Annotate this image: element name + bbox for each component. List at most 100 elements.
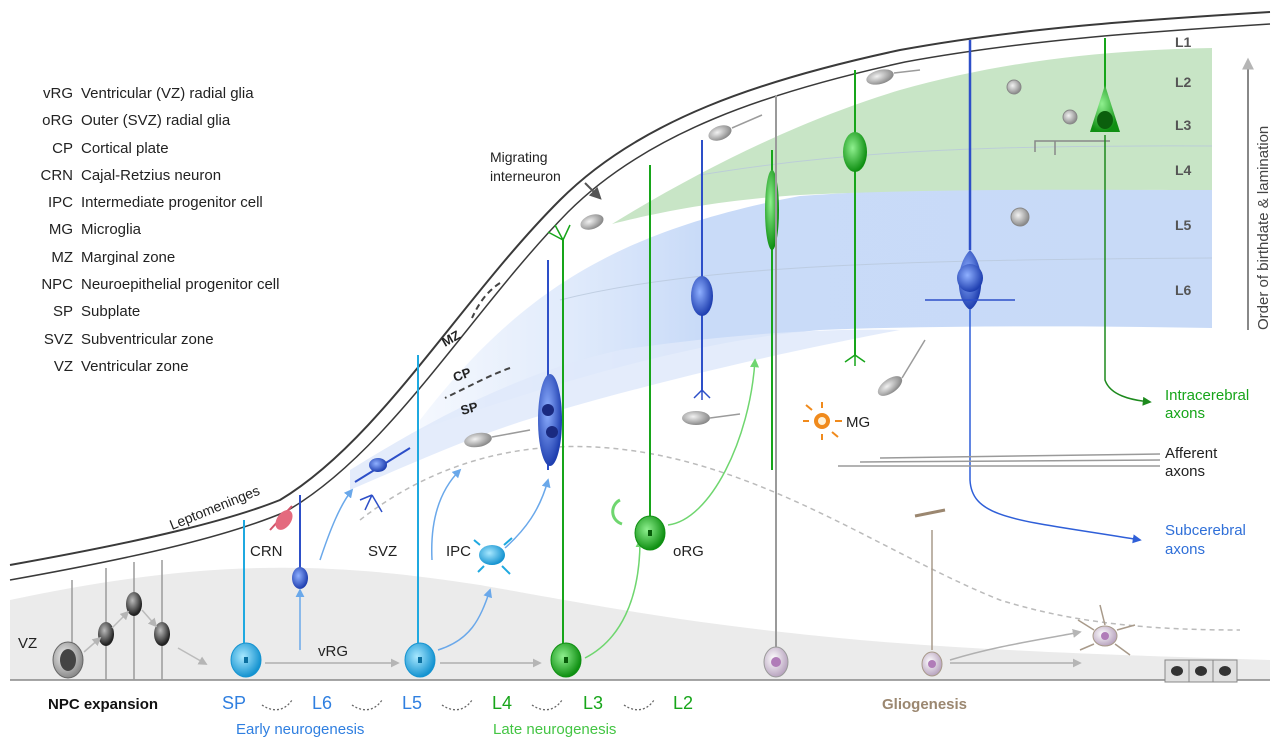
- mz-boundary: [471, 282, 501, 319]
- glossary-definition: Intermediate progenitor cell: [81, 194, 263, 212]
- vrg-label: vRG: [318, 643, 348, 660]
- l6-green-neuron: [843, 70, 867, 366]
- layer-label-l2: L2: [1175, 74, 1192, 90]
- sp-neuron: [292, 488, 354, 651]
- cp-label: CP: [451, 364, 473, 384]
- org-label: oRG: [673, 543, 704, 560]
- npc-expansion-label: NPC expansion: [48, 696, 158, 713]
- glossary-row: MG Microglia: [28, 216, 279, 243]
- migrating-interneuron-label-2: interneuron: [490, 168, 561, 184]
- glossary-definition: Microglia: [81, 221, 142, 239]
- early-neurogenesis-label: Early neurogenesis: [236, 721, 364, 738]
- layer-label-l1: L1: [1175, 34, 1192, 50]
- upper-layers-green-band: [612, 48, 1212, 224]
- afferent-axons-label-1: Afferent: [1165, 445, 1218, 462]
- glossary-definition: Cajal-Retzius neuron: [81, 166, 222, 184]
- ependymal-cells: [1164, 659, 1238, 683]
- layer-label-l5: L5: [1175, 217, 1192, 233]
- org-cell: [611, 165, 760, 551]
- glossary-definition: Ventricular zone: [81, 357, 189, 375]
- stage-transition-arrows: [261, 699, 655, 711]
- stage-sp: SP: [222, 693, 246, 713]
- subcerebral-axons-label-1: Subcerebral: [1165, 522, 1246, 539]
- stage-l5: L5: [402, 693, 422, 713]
- interneuron-cells: [1006, 79, 1110, 227]
- layer-label-l4: L4: [1175, 162, 1192, 178]
- gliogenesis-label: Gliogenesis: [882, 696, 967, 713]
- cp-blue-band: [420, 188, 1212, 430]
- layer-label-l6: L6: [1175, 282, 1192, 298]
- stage-l6: L6: [312, 693, 332, 713]
- glossary-abbr: MG: [48, 221, 73, 239]
- glossary-definition: Outer (SVZ) radial glia: [81, 112, 231, 130]
- mg-label: MG: [846, 414, 870, 431]
- crn-cell: [269, 505, 293, 531]
- glossary-abbr: VZ: [53, 357, 73, 375]
- large-l5-neuron: [925, 40, 1142, 544]
- stage-l4: L4: [492, 693, 512, 713]
- layer-label-l3: L3: [1175, 117, 1192, 133]
- vrg-lineage-arrows: [265, 628, 1082, 668]
- glossary-abbr: CP: [52, 139, 73, 157]
- glossary-abbr: SVZ: [43, 330, 73, 348]
- glossary-abbr: CRN: [40, 166, 74, 184]
- layer-labels: L1 L2 L3 L4 L5 L6: [1175, 34, 1192, 298]
- glossary-definition: Marginal zone: [81, 248, 176, 266]
- gray-migrating-cell-1: [464, 429, 531, 448]
- glossary-row: vRG Ventricular (VZ) radial glia: [28, 80, 279, 107]
- glossary-row: CP Cortical plate: [28, 135, 279, 162]
- afferent-axons-label-2: axons: [1165, 463, 1205, 480]
- layer-dividers: [559, 145, 1213, 301]
- glossary-row: CRN Cajal-Retzius neuron: [28, 162, 279, 189]
- glossary-row: oRG Outer (SVZ) radial glia: [28, 107, 279, 134]
- interneuron-pointer: [584, 182, 602, 200]
- crn-label: CRN: [250, 543, 283, 560]
- vz-band: [10, 567, 1270, 680]
- cp-boundary: [444, 367, 511, 399]
- abbreviation-glossary: vRG Ventricular (VZ) radial glia oRG Outer…: [28, 80, 280, 380]
- afferent-axons-lines: [838, 453, 1161, 467]
- glossary-definition: Ventricular (VZ) radial glia: [81, 85, 254, 102]
- stage-l2: L2: [673, 693, 693, 713]
- pial-surface-inner: [9, 23, 1271, 581]
- vrg-cell-sp: [230, 520, 262, 678]
- gray-radial-glia: [763, 95, 789, 678]
- glossary-abbr: NPC: [41, 276, 73, 294]
- l3-green-neuron: [1090, 38, 1152, 406]
- ipc-label: IPC: [446, 543, 471, 560]
- glossary-row: SVZ Subventricular zone: [28, 326, 279, 353]
- vrg-cell-l5: [404, 355, 492, 678]
- glossary-abbr: oRG: [42, 112, 73, 130]
- glossary-row: NPC Neuroepithelial progenitor cell: [28, 271, 279, 298]
- intracerebral-axons-label-1: Intracerebral: [1165, 387, 1249, 404]
- intracerebral-axons-label-2: axons: [1165, 405, 1205, 422]
- gray-cells: [580, 69, 926, 425]
- glossary-row: SP Subplate: [28, 298, 279, 325]
- sp-zone-label: SP: [459, 399, 480, 418]
- ipc-cell: [473, 478, 551, 575]
- svz-label: SVZ: [368, 543, 397, 560]
- glossary-abbr: SP: [52, 303, 73, 321]
- glossary-definition: Subventricular zone: [81, 330, 214, 348]
- npc-cells: [52, 560, 208, 680]
- l5-pyramidal-neuron: [691, 140, 713, 400]
- vrg-cell-l4: [547, 224, 645, 678]
- glossary-abbr: MZ: [51, 248, 73, 266]
- subcerebral-axons-label-2: axons: [1165, 541, 1205, 558]
- glossary-row: MZ Marginal zone: [28, 244, 279, 271]
- microglia-cell: [803, 402, 842, 440]
- glossary-abbr: IPC: [47, 194, 73, 212]
- pial-surface-outer: [9, 11, 1271, 566]
- migrating-interneuron-label-1: Migrating: [490, 149, 548, 165]
- l5-neuron-cluster: [538, 260, 562, 470]
- glossary-row: VZ Ventricular zone: [28, 353, 279, 380]
- migrating-neuron-sp: [354, 447, 411, 513]
- glossary-definition: Subplate: [81, 303, 141, 321]
- glossary-definition: Neuroepithelial progenitor cell: [81, 276, 280, 294]
- glossary-abbr: vRG: [43, 85, 73, 102]
- stage-l3: L3: [583, 693, 603, 713]
- sp-blue-band: [350, 329, 900, 490]
- glossary-definition: Cortical plate: [81, 139, 169, 157]
